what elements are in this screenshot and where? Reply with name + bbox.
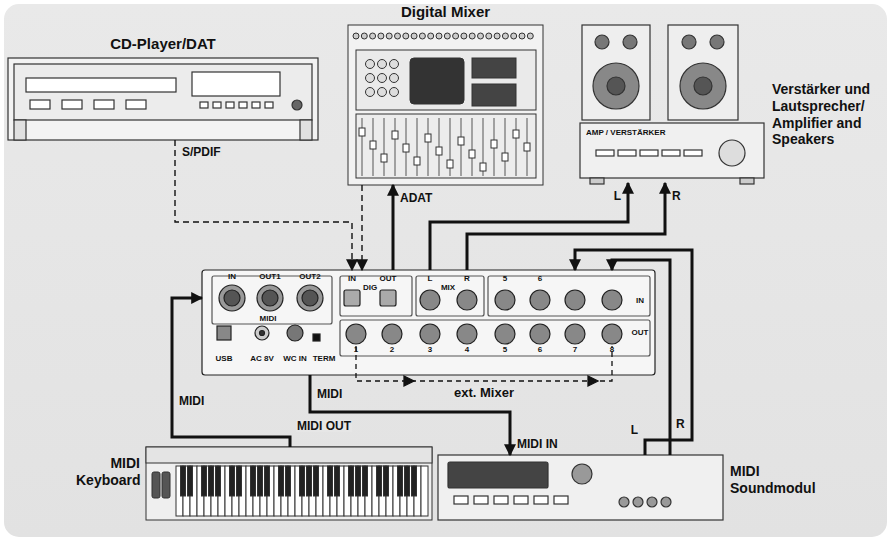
port-label: OUT bbox=[368, 274, 408, 284]
digital-cable bbox=[361, 185, 362, 270]
digital-mixer: Digital Mixer bbox=[348, 25, 543, 185]
port-label: 8 bbox=[592, 345, 632, 355]
port-label: 3 bbox=[410, 345, 450, 355]
port-label: MIDI IN bbox=[516, 438, 559, 450]
device-label: MIDI Keyboard bbox=[76, 455, 140, 489]
port-label: 6 bbox=[520, 345, 560, 355]
port-label: OUT2 bbox=[290, 272, 330, 282]
device-label: Verstärker und Lautsprecher/ Amplifier a… bbox=[772, 81, 886, 148]
background bbox=[3, 3, 888, 538]
cable bbox=[172, 298, 290, 447]
port-label: 1 bbox=[336, 345, 376, 355]
midi-keyboard: MIDI Keyboard bbox=[146, 447, 432, 520]
port-label: USB bbox=[204, 354, 244, 364]
port-label: 4 bbox=[447, 345, 487, 355]
midi-soundmodule: MIDI Soundmodul bbox=[438, 455, 723, 520]
cable bbox=[430, 183, 628, 270]
panel-label: AMP / VERSTÄRKER bbox=[586, 128, 716, 138]
cable-label: R bbox=[671, 190, 682, 202]
port-label: AC 8V bbox=[242, 354, 282, 364]
device-label: MIDI Soundmodul bbox=[730, 463, 840, 497]
port-label: IN bbox=[212, 272, 252, 282]
audio-interface: INOUT1OUT2MIDIINOUTDIGLRMIX56INUSBAC 8VW… bbox=[202, 270, 655, 375]
port-label: 5 bbox=[485, 345, 525, 355]
port-label: MIX bbox=[428, 283, 468, 293]
digital-cable bbox=[175, 140, 352, 270]
port-label: L bbox=[410, 274, 450, 284]
cable bbox=[392, 185, 395, 270]
port-label: MIDI OUT bbox=[296, 420, 352, 432]
cd-player-drawing bbox=[8, 58, 318, 140]
cd-player: CD-Player/DAT bbox=[8, 58, 318, 140]
port-label: 5 bbox=[485, 274, 525, 284]
cable bbox=[575, 250, 692, 455]
interface-drawing bbox=[202, 270, 655, 375]
port-label: OUT1 bbox=[250, 272, 290, 282]
port-label: IN bbox=[332, 274, 372, 284]
port-label: OUT bbox=[620, 328, 660, 338]
amplifier-speakers: Verstärker und Lautsprecher/ Amplifier a… bbox=[580, 25, 764, 183]
keyboard-drawing bbox=[146, 447, 432, 520]
port-label: IN bbox=[620, 296, 660, 306]
soundmodule-drawing bbox=[438, 455, 723, 520]
port-label: 7 bbox=[555, 345, 595, 355]
cable-label: ADAT bbox=[399, 192, 433, 204]
port-label: TERM bbox=[304, 354, 344, 364]
port-label: R bbox=[447, 274, 487, 284]
cable-label: MIDI bbox=[316, 388, 343, 400]
port-label: 6 bbox=[520, 274, 560, 284]
port-label: MIDI bbox=[248, 314, 288, 324]
cable-label: S/PDIF bbox=[181, 146, 222, 158]
group-label: ext. Mixer bbox=[453, 386, 515, 399]
port-label: 2 bbox=[372, 345, 412, 355]
ext-mixer-bracket bbox=[356, 346, 612, 386]
cable bbox=[612, 260, 670, 455]
cable-label: MIDI bbox=[178, 395, 205, 407]
port-label: WC IN bbox=[275, 354, 315, 364]
port-label: DIG bbox=[350, 283, 390, 293]
cable-label: L bbox=[630, 424, 639, 436]
device-label: Digital Mixer bbox=[348, 3, 543, 21]
cable bbox=[467, 183, 665, 270]
cable-label: L bbox=[613, 190, 622, 202]
device-label: CD-Player/DAT bbox=[8, 35, 318, 53]
mixer-drawing bbox=[348, 25, 543, 185]
speakers-drawing bbox=[582, 25, 738, 120]
amplifier-drawing bbox=[580, 123, 764, 184]
cable-label: R bbox=[675, 418, 686, 430]
